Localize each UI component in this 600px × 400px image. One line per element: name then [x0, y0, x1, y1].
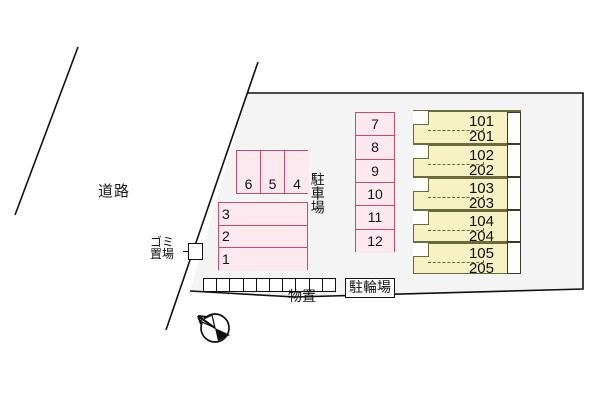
building-unit[interactable]: 101 201	[412, 110, 521, 145]
north-arrow-icon	[197, 313, 230, 343]
parking-stall-number: 4	[293, 176, 301, 192]
storage-label: 物置	[288, 288, 316, 304]
road-label: 道路	[98, 183, 131, 200]
unit-number-stack: 105 205	[469, 246, 494, 277]
storage-unit-cell[interactable]	[296, 279, 310, 291]
parking-stall[interactable]: 4	[285, 151, 309, 193]
unit-walkway-tick	[483, 122, 484, 131]
storage-unit-cell[interactable]	[230, 279, 244, 291]
parking-block-lower: 3 2 1	[218, 202, 308, 271]
storage-unit-cell[interactable]	[217, 279, 231, 291]
unit-number-stack: 101 201	[469, 114, 494, 145]
parking-block-upper: 6 5 4	[236, 150, 309, 194]
parking-stall-number: 11	[367, 209, 383, 226]
storage-unit-cell[interactable]	[204, 279, 218, 291]
storage-units-row[interactable]	[203, 278, 336, 292]
storage-unit-cell[interactable]	[244, 279, 257, 291]
unit-entrance-alcove	[412, 177, 429, 192]
unit-number-first-floor: 101	[468, 113, 494, 130]
unit-number-second-floor: 201	[468, 128, 494, 146]
parking-stall-number: 10	[367, 186, 383, 203]
parking-stall-number: 3	[222, 205, 230, 222]
unit-balcony	[507, 242, 521, 274]
parking-stall[interactable]: 1	[219, 248, 307, 271]
unit-number-stack: 102 202	[469, 148, 494, 179]
bicycle-parking-label[interactable]: 駐輪場	[345, 278, 395, 299]
parking-stall[interactable]: 5	[261, 151, 285, 193]
unit-number-second-floor: 204	[468, 228, 494, 246]
parking-stall-number: 7	[371, 116, 379, 133]
unit-number-first-floor: 104	[468, 213, 494, 230]
unit-entrance-alcove	[412, 110, 429, 125]
building-unit[interactable]: 102 202	[412, 144, 521, 179]
building-unit[interactable]: 104 204	[412, 210, 521, 245]
unit-balcony	[507, 177, 521, 210]
unit-number-second-floor: 205	[468, 260, 494, 278]
unit-balcony	[507, 144, 521, 177]
storage-unit-cell[interactable]	[270, 279, 284, 291]
parking-stall[interactable]: 8	[356, 136, 394, 160]
unit-walkway-tick	[483, 254, 484, 263]
road-edge-near	[165, 61, 259, 331]
unit-number-stack: 104 204	[469, 214, 494, 245]
unit-balcony	[507, 210, 521, 242]
parking-stall-number: 2	[222, 228, 230, 245]
storage-unit-cell[interactable]	[283, 279, 297, 291]
unit-number-second-floor: 203	[468, 195, 494, 213]
unit-walkway-tick	[483, 156, 484, 165]
unit-walkway-dashed	[428, 262, 484, 263]
unit-walkway-tick	[483, 222, 484, 231]
site-outline	[189, 92, 584, 298]
parking-block-middle: 7 8 9 10 11 12	[355, 112, 395, 253]
unit-entrance-alcove	[412, 242, 429, 257]
road-edge-far	[14, 46, 79, 216]
unit-walkway-dashed	[428, 197, 484, 198]
unit-balcony	[507, 112, 521, 144]
unit-entrance-alcove	[412, 144, 429, 159]
parking-stall[interactable]: 3	[219, 203, 307, 226]
unit-walkway-dashed	[428, 164, 484, 165]
parking-stall[interactable]: 10	[356, 183, 394, 207]
storage-unit-cell[interactable]	[257, 279, 271, 291]
parking-stall-number: 6	[244, 176, 253, 192]
unit-number-second-floor: 202	[468, 162, 494, 180]
unit-number-first-floor: 105	[468, 245, 494, 262]
unit-number-first-floor: 103	[468, 180, 494, 197]
garbage-area-box[interactable]	[183, 243, 203, 260]
parking-lot-label: 駐車場	[309, 172, 326, 214]
apartment-building: 101 201 102 202 103 203	[412, 110, 521, 277]
parking-stall[interactable]: 12	[356, 229, 394, 253]
parking-stall[interactable]: 2	[219, 225, 307, 249]
building-unit[interactable]: 103 203	[412, 177, 521, 212]
storage-unit-cell[interactable]	[310, 279, 323, 291]
unit-number-first-floor: 102	[468, 147, 494, 164]
parking-stall-number: 9	[371, 162, 379, 179]
parking-stall[interactable]: 9	[356, 159, 394, 183]
garbage-area-label-line1: ゴミ	[150, 235, 175, 249]
garbage-area-label-line2: 置場	[150, 247, 175, 261]
unit-walkway-dashed	[428, 230, 484, 231]
parking-stall-number: 5	[268, 176, 277, 192]
storage-unit-cell[interactable]	[323, 279, 335, 291]
parking-stall-number: 12	[367, 233, 383, 250]
parking-stall[interactable]: 6	[237, 151, 261, 193]
unit-number-stack: 103 203	[469, 181, 494, 212]
parking-stall[interactable]: 11	[356, 206, 394, 230]
building-unit[interactable]: 105 205	[412, 242, 521, 277]
unit-walkway-tick	[483, 189, 484, 198]
garbage-area-label: ゴミ 置場	[150, 236, 174, 260]
parking-stall[interactable]: 7	[356, 113, 394, 137]
parking-stall-number: 1	[222, 251, 230, 268]
parking-stall-number: 8	[371, 139, 379, 156]
unit-entrance-alcove	[412, 210, 429, 225]
unit-walkway-dashed	[428, 130, 484, 131]
